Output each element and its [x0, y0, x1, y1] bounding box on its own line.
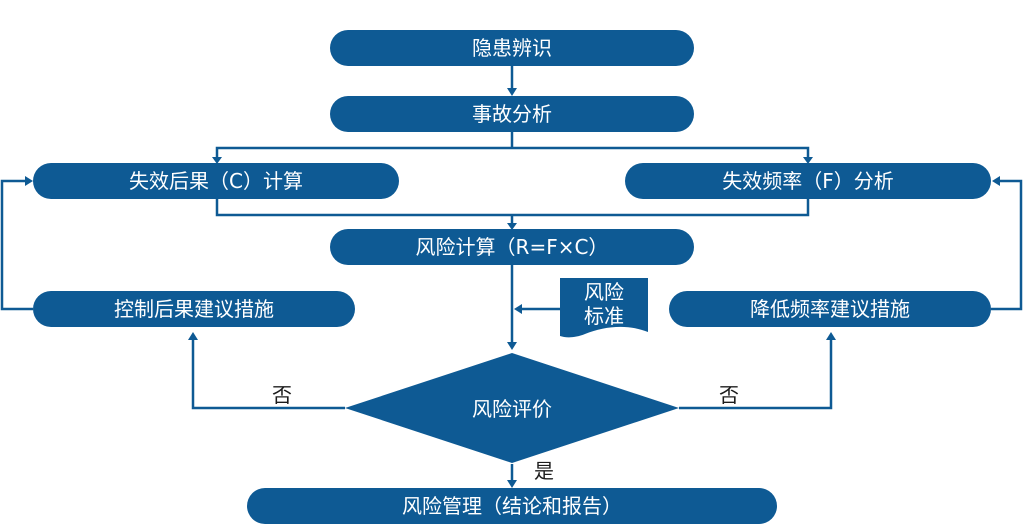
node-label: 风险计算（R=F×C） — [416, 235, 609, 259]
node-risk-management: 风险管理（结论和报告） — [247, 488, 777, 524]
node-risk-evaluation-decision: 风险评价 — [345, 353, 679, 463]
arrow-head — [507, 342, 517, 350]
node-frequency-analysis: 失效频率（F）分析 — [625, 163, 991, 199]
connector-right-loop — [991, 179, 1023, 311]
arrow-head — [826, 332, 836, 340]
arrow-head — [507, 88, 517, 96]
document-shape — [560, 278, 648, 338]
arrow-head — [212, 157, 222, 164]
connector-split-horizontal — [215, 146, 810, 160]
connector-merge-horizontal — [215, 198, 810, 217]
node-hazard-identification: 隐患辨识 — [330, 30, 694, 66]
connector-eval-to-consequence-measures — [191, 336, 345, 410]
connector-eval-to-frequency-measures — [679, 336, 833, 410]
edge-label-no-right: 否 — [719, 383, 739, 407]
arrow-head — [507, 480, 517, 488]
node-frequency-measures: 降低频率建议措施 — [669, 291, 991, 327]
node-label: 失效后果（C）计算 — [129, 169, 303, 193]
node-label: 风险评价 — [472, 397, 552, 421]
arrow-head — [992, 176, 1000, 186]
arrow-head — [507, 223, 517, 230]
node-label-line1: 风险 — [584, 280, 624, 304]
connector-left-loop — [0, 179, 33, 311]
node-accident-analysis: 事故分析 — [330, 96, 694, 132]
arrow-head — [514, 304, 522, 314]
node-consequence-calculation: 失效后果（C）计算 — [33, 163, 399, 199]
node-consequence-measures: 控制后果建议措施 — [33, 291, 355, 327]
edge-label-no-left: 否 — [272, 383, 292, 407]
node-label: 失效频率（F）分析 — [722, 169, 894, 193]
edge-label-yes: 是 — [534, 459, 554, 483]
node-label: 控制后果建议措施 — [114, 297, 274, 321]
node-label: 降低频率建议措施 — [750, 297, 910, 321]
node-risk-standard: 风险 标准 — [560, 278, 648, 338]
node-label: 隐患辨识 — [472, 36, 552, 60]
arrow-head — [25, 176, 33, 186]
node-risk-calculation: 风险计算（R=F×C） — [330, 229, 694, 265]
node-label: 风险管理（结论和报告） — [402, 494, 622, 518]
node-label-line2: 标准 — [584, 304, 624, 328]
arrow-head — [803, 157, 813, 164]
node-label: 事故分析 — [472, 102, 552, 126]
arrow-head — [188, 332, 198, 340]
